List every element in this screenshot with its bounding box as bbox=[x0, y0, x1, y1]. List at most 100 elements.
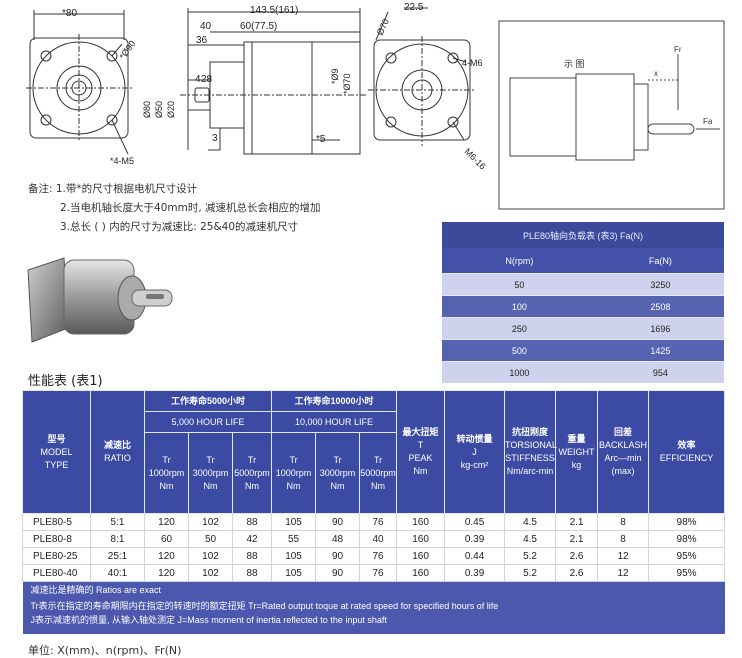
dim-3-label: 3 bbox=[212, 133, 218, 144]
perf-cell: 8 bbox=[597, 513, 650, 531]
unit-line: 单位: X(mm)、n(rpm)、Fr(N) bbox=[28, 644, 182, 657]
dim-4-label: 4 bbox=[195, 74, 201, 85]
perf-cell: 95% bbox=[648, 547, 726, 565]
perf-cell: 2.6 bbox=[555, 547, 599, 565]
perf-cell: 2.1 bbox=[555, 530, 599, 548]
load-cell: 100 bbox=[442, 295, 597, 318]
perf-cell: 90 bbox=[315, 513, 361, 531]
header-life5000-en: 5,000 HOUR LIFE bbox=[143, 411, 273, 433]
perf-cell: 0.45 bbox=[444, 513, 506, 531]
model-cell: PLE80-25 bbox=[22, 547, 91, 565]
dim-d20-label: Ø20 bbox=[166, 101, 176, 118]
diagram-frame bbox=[498, 20, 725, 210]
perf-cell: 88 bbox=[231, 513, 273, 531]
load-cell: 1425 bbox=[596, 339, 724, 362]
perf-cell: 40:1 bbox=[90, 564, 145, 582]
perf-cell: 120 bbox=[144, 564, 189, 582]
header-life5000-cn: 工作寿命5000小时 bbox=[143, 390, 273, 412]
perf-cell: 120 bbox=[144, 513, 189, 531]
diagram-title: 示 图 bbox=[564, 59, 585, 69]
perf-cell: 4.5 bbox=[504, 530, 557, 548]
notes-block: 备注: 1.带*的尺寸根据电机尺寸设计 2.当电机轴长度大于40mm时, 减速机… bbox=[28, 180, 321, 237]
output-flange bbox=[209, 61, 245, 129]
perf-cell: 5.2 bbox=[504, 547, 557, 565]
perf-cell: 42 bbox=[231, 530, 273, 548]
load-cell: 250 bbox=[442, 317, 597, 340]
dim-d90-label: *Ø90 bbox=[117, 39, 137, 62]
note-line-3: 3.总长 ( ) 内的尺寸为减速比: 25&40的减速机尺寸 bbox=[60, 221, 299, 233]
perf-cell: 88 bbox=[231, 547, 273, 565]
perf-cell: 98% bbox=[648, 530, 726, 548]
perf-cell: 0.39 bbox=[444, 530, 506, 548]
perf-cell: 55 bbox=[271, 530, 317, 548]
load-cell: 3250 bbox=[596, 273, 724, 296]
perf-table-title: 性能表 (表1) bbox=[28, 374, 103, 389]
perf-cell: 120 bbox=[144, 547, 189, 565]
perf-cell: 5.2 bbox=[504, 564, 557, 582]
perf-cell: 25:1 bbox=[90, 547, 145, 565]
side-view-drawing: 143.5(161) 40 60(77.5) 36 4 28 3 *5 Ø80 … bbox=[142, 5, 368, 155]
perf-cell: 95% bbox=[648, 564, 726, 582]
note-line-1: 备注: 1.带*的尺寸根据电机尺寸设计 bbox=[28, 183, 198, 195]
header-life10000-cn: 工作寿命10000小时 bbox=[271, 390, 398, 412]
perf-cell: 48 bbox=[315, 530, 361, 548]
load-table-caption: PLE80轴向负载表 (表3) Fa(N) bbox=[442, 222, 724, 248]
gearbox-body bbox=[243, 41, 361, 155]
perf-cell: 0.44 bbox=[444, 547, 506, 565]
load-header-rpm: N(rpm) bbox=[442, 248, 597, 274]
dim-36-label: 36 bbox=[196, 35, 208, 46]
dim-d9-label: *Ø9 bbox=[330, 68, 340, 84]
perf-cell: 8 bbox=[597, 530, 650, 548]
perf-cell: 2.1 bbox=[555, 513, 599, 531]
dim-total-label: 143.5(161) bbox=[250, 5, 298, 16]
model-cell: PLE80-5 bbox=[22, 513, 91, 531]
footnote-2: Tr表示在指定的寿命期限内在指定的转速时的额定扭矩 Tr=Rated outpu… bbox=[22, 598, 725, 614]
perf-cell: 88 bbox=[231, 564, 273, 582]
perf-cell: 90 bbox=[315, 564, 361, 582]
perf-cell: 76 bbox=[359, 547, 398, 565]
front-view-left-drawing: *80 *Ø90 *4-M5 bbox=[26, 8, 137, 166]
perf-cell: 102 bbox=[188, 513, 233, 531]
dim-d50-label: Ø50 bbox=[154, 101, 164, 118]
dim-m6-16-label: M6-16 bbox=[463, 146, 488, 171]
load-cell: 1696 bbox=[596, 317, 724, 340]
dim-80-label: *80 bbox=[62, 8, 77, 19]
perf-cell: 102 bbox=[188, 547, 233, 565]
perf-cell: 105 bbox=[271, 513, 317, 531]
perf-cell: 98% bbox=[648, 513, 726, 531]
perf-cell: 50 bbox=[188, 530, 233, 548]
header-life10000-en: 10,000 HOUR LIFE bbox=[271, 411, 398, 433]
perf-cell: 102 bbox=[188, 564, 233, 582]
perf-cell: 4.5 bbox=[504, 513, 557, 531]
load-header-fa: Fa(N) bbox=[596, 248, 724, 274]
dim-4m6-label: 4-M6 bbox=[462, 58, 483, 68]
load-cell: 1000 bbox=[442, 361, 597, 383]
diagram-fa-label: Fa bbox=[703, 117, 713, 126]
perf-cell: 5:1 bbox=[90, 513, 145, 531]
table-row: 100 2508 bbox=[442, 295, 724, 318]
perf-cell: 105 bbox=[271, 547, 317, 565]
dim-d70-label: *Ø70 bbox=[342, 73, 352, 94]
model-cell: PLE80-40 bbox=[22, 564, 91, 582]
perf-cell: 90 bbox=[315, 547, 361, 565]
dim-28-label: 28 bbox=[201, 74, 213, 85]
axial-load-table: PLE80轴向负载表 (表3) Fa(N) N(rpm) Fa(N) 50 32… bbox=[442, 222, 724, 383]
perf-cell: 0.39 bbox=[444, 564, 506, 582]
perf-cell: 60 bbox=[144, 530, 189, 548]
table-row: 1000 954 bbox=[442, 361, 724, 383]
